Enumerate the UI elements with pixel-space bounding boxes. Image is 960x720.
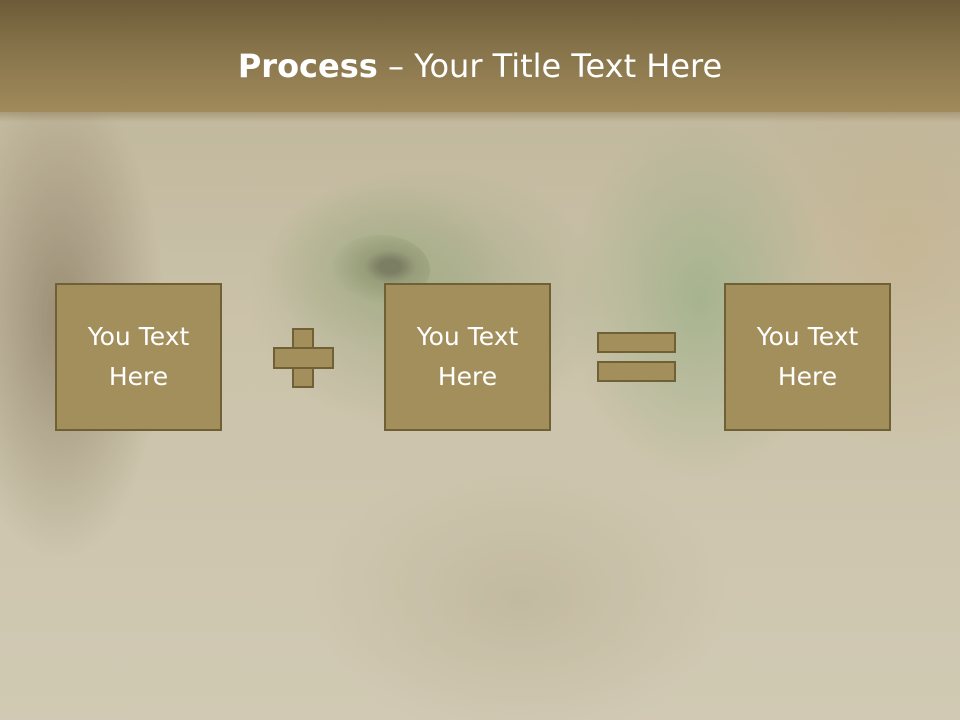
slide-title-rest: – Your Title Text Here [377, 47, 723, 85]
process-box-3-text: You Text Here [757, 317, 859, 397]
process-box-2[interactable]: You Text Here [384, 283, 551, 431]
equals-icon-bottom-bar [597, 361, 676, 382]
process-box-2-text: You Text Here [417, 317, 519, 397]
process-box-1-line2: Here [108, 362, 169, 391]
process-box-3[interactable]: You Text Here [724, 283, 891, 431]
process-box-1[interactable]: You Text Here [55, 283, 222, 431]
process-box-2-line1: You Text [416, 322, 519, 351]
process-box-3-line1: You Text [756, 322, 859, 351]
title-bar: Process – Your Title Text Here [0, 0, 960, 122]
process-box-1-line1: You Text [87, 322, 190, 351]
process-box-2-line2: Here [437, 362, 498, 391]
process-box-3-line2: Here [777, 362, 838, 391]
equals-icon-top-bar [597, 332, 676, 353]
process-box-1-text: You Text Here [88, 317, 190, 397]
slide-title: Process – Your Title Text Here [0, 50, 960, 82]
plus-icon-center [294, 349, 312, 367]
slide-title-bold: Process [237, 47, 378, 85]
